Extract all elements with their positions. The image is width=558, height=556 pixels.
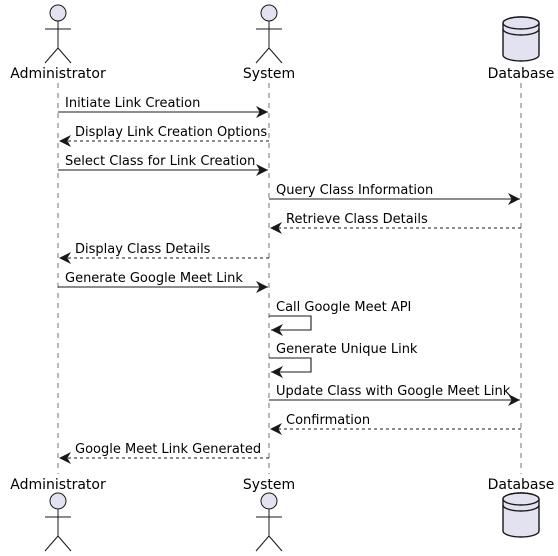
message-12: Google Meet Link Generated xyxy=(59,442,269,464)
message-label: Display Class Details xyxy=(75,242,211,257)
message-10: Update Class with Google Meet Link xyxy=(269,384,520,406)
message-label: Update Class with Google Meet Link xyxy=(276,384,511,399)
participant-label-system-bottom: System xyxy=(243,477,295,493)
actor-icon-system-bottom xyxy=(255,492,283,552)
message-1: Initiate Link Creation xyxy=(58,96,268,118)
message-9: Generate Unique Link xyxy=(269,342,418,378)
message-label: Confirmation xyxy=(286,413,370,428)
message-5: Retrieve Class Details xyxy=(270,212,521,234)
database-icon-bottom xyxy=(502,492,540,538)
message-label: Select Class for Link Creation xyxy=(65,154,255,169)
participant-label-database-top: Database xyxy=(488,66,555,82)
message-8: Call Google Meet API xyxy=(269,300,411,336)
actor-icon-system-top xyxy=(255,4,283,64)
participant-label-database-bottom: Database xyxy=(488,477,555,493)
message-label: Call Google Meet API xyxy=(276,300,411,315)
message-4: Query Class Information xyxy=(269,183,520,205)
participant-label-administrator-top: Administrator xyxy=(10,66,106,82)
message-label: Display Link Creation Options xyxy=(75,125,267,140)
message-label: Generate Google Meet Link xyxy=(65,271,243,286)
message-arrow xyxy=(269,315,312,336)
database-icon-top xyxy=(502,16,540,62)
message-7: Generate Google Meet Link xyxy=(58,271,268,293)
actor-icon-administrator-bottom xyxy=(44,492,72,552)
message-label: Query Class Information xyxy=(276,183,433,198)
message-label: Generate Unique Link xyxy=(276,342,418,357)
message-label: Google Meet Link Generated xyxy=(75,442,261,457)
message-label: Initiate Link Creation xyxy=(65,96,200,111)
actor-icon-administrator-top xyxy=(44,4,72,64)
participant-label-administrator-bottom: Administrator xyxy=(10,477,106,493)
message-label: Retrieve Class Details xyxy=(286,212,428,227)
message-6: Display Class Details xyxy=(59,242,269,264)
participant-label-system-top: System xyxy=(243,66,295,82)
message-11: Confirmation xyxy=(270,413,521,435)
message-3: Select Class for Link Creation xyxy=(58,154,268,176)
message-arrow xyxy=(269,357,312,378)
message-2: Display Link Creation Options xyxy=(59,125,269,147)
